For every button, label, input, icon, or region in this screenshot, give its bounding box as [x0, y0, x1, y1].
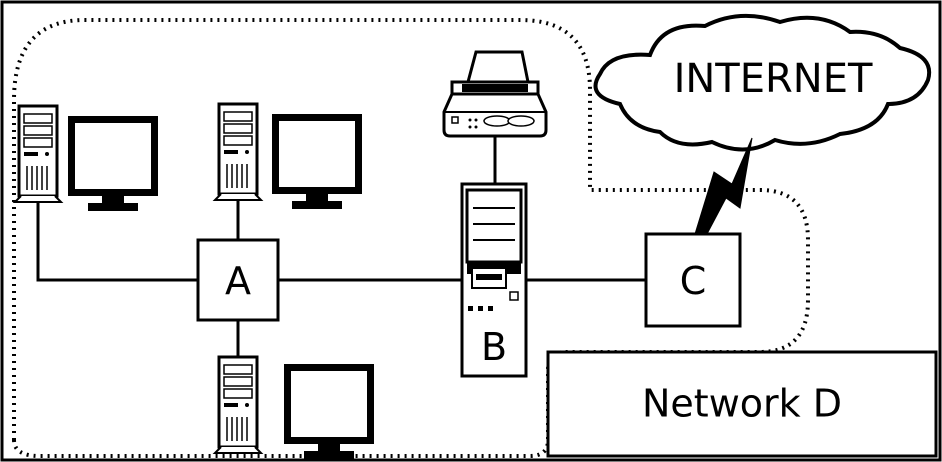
link-pc1-hub-a — [36, 200, 198, 282]
printer-icon — [442, 50, 548, 138]
connection-lines — [36, 135, 646, 358]
cloud-label: INTERNET — [674, 56, 873, 102]
hub-a-box — [196, 238, 280, 322]
network-d-boundary — [12, 18, 810, 458]
monitor-icon — [68, 116, 158, 211]
node-c-box — [644, 232, 742, 328]
pc-tower-icon — [213, 102, 263, 202]
pc-tower-icon — [213, 355, 263, 455]
server-icon — [460, 182, 528, 378]
pc-tower-icon — [13, 104, 63, 204]
node-b-label: B — [481, 325, 507, 369]
network-d-label: Network D — [642, 382, 842, 426]
monitor-icon — [284, 364, 374, 459]
hub-a-label: A — [225, 259, 251, 303]
monitor-icon — [272, 114, 362, 209]
cloud-icon — [593, 13, 932, 152]
network-d-box — [546, 350, 938, 458]
lightning-icon — [694, 137, 753, 235]
node-c-label: C — [680, 259, 707, 303]
